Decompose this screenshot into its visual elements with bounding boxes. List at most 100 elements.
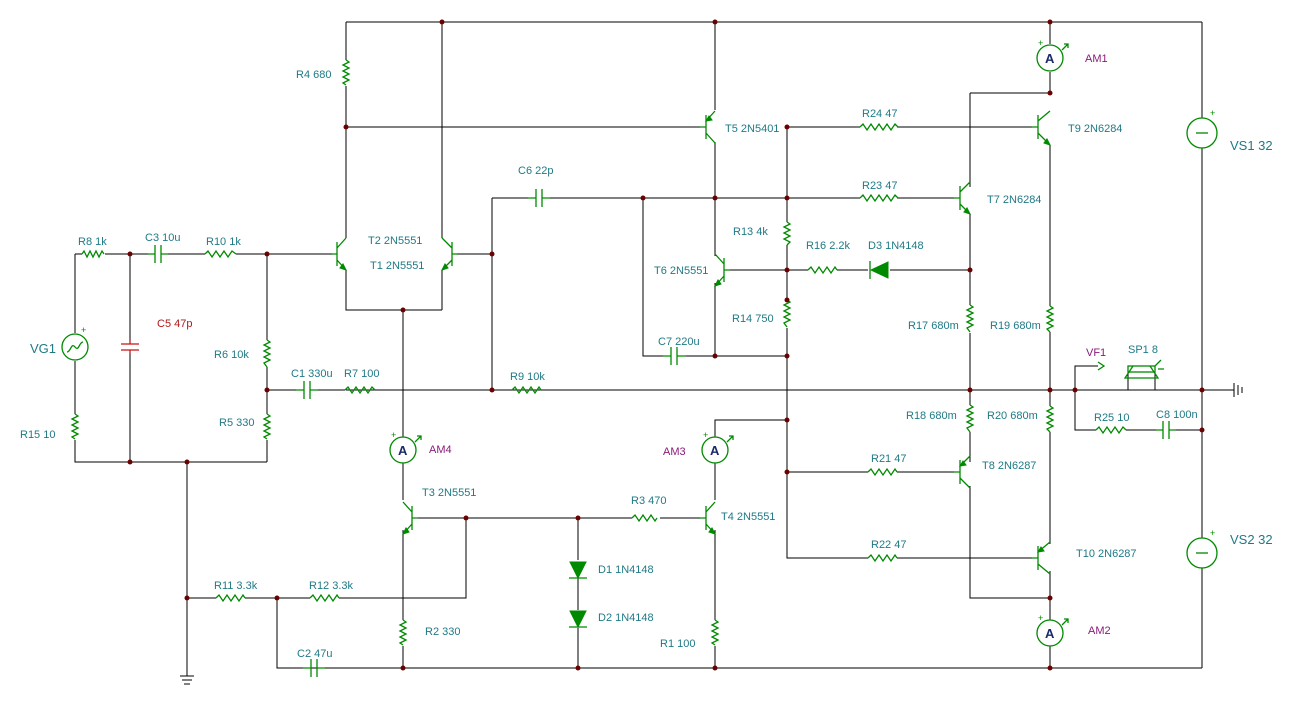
- ammeter-letter: A: [1045, 626, 1055, 641]
- plus-sign: +: [1038, 38, 1043, 48]
- transistor-t10: [1032, 541, 1051, 575]
- label-r1: R1 100: [660, 638, 695, 650]
- label-r14: R14 750: [732, 313, 774, 325]
- transistors: [332, 110, 1051, 575]
- label-t1: T1 2N5551: [370, 260, 424, 272]
- label-t2: T2 2N5551: [368, 235, 422, 247]
- label-am4: AM4: [429, 444, 452, 456]
- resistors: [70, 59, 1127, 646]
- label-am1: AM1: [1085, 53, 1108, 65]
- label-t10: T10 2N6287: [1076, 548, 1137, 560]
- capacitor-c1: [296, 381, 318, 399]
- resistor-r16: [807, 265, 838, 275]
- resistor-r3: [631, 513, 658, 523]
- resistor-r21: [867, 467, 898, 477]
- diode-d2: [569, 610, 587, 629]
- label-t3: T3 2N5551: [422, 487, 476, 499]
- sources: + + +: [61, 108, 1218, 569]
- ammeter-am2: A +: [1036, 613, 1069, 647]
- resistor-r6: [262, 339, 272, 368]
- label-r4: R4 680: [296, 69, 331, 81]
- transistor-t1: [441, 237, 457, 271]
- label-c6: C6 22p: [518, 165, 553, 177]
- label-r20: R20 680m: [987, 410, 1038, 422]
- transistor-t6: [714, 253, 730, 287]
- dc-source-vs1: +: [1186, 108, 1218, 149]
- resistor-r24: [859, 122, 899, 132]
- resistor-r19: [1045, 305, 1055, 333]
- label-c1: C1 330u: [291, 368, 333, 380]
- label-r19: R19 680m: [990, 320, 1041, 332]
- label-r13: R13 4k: [733, 226, 768, 238]
- transistor-t2: [332, 237, 347, 271]
- label-d2: D2 1N4148: [598, 612, 654, 624]
- ammeter-letter: A: [710, 443, 720, 458]
- ammeter-am1: A +: [1036, 38, 1069, 72]
- label-r24: R24 47: [862, 108, 897, 120]
- label-d3: D3 1N4148: [868, 240, 924, 252]
- capacitor-c6: [528, 189, 550, 207]
- resistor-r10: [204, 249, 237, 259]
- plus-sign: +: [81, 325, 86, 335]
- plus-sign: +: [1210, 528, 1215, 538]
- transistor-t9: [1032, 110, 1051, 146]
- label-am3: AM3: [663, 446, 686, 458]
- capacitor-c7: [663, 347, 686, 365]
- capacitor-c8: [1156, 421, 1176, 439]
- signal-generator-vg1: +: [61, 325, 89, 361]
- label-t8: T8 2N6287: [982, 460, 1036, 472]
- transistor-t5: [700, 110, 716, 144]
- resistor-r17: [965, 304, 975, 333]
- plus-sign: +: [391, 430, 396, 440]
- ammeter-letter: A: [1045, 51, 1055, 66]
- label-r10: R10 1k: [206, 236, 241, 248]
- resistor-r5: [262, 413, 272, 440]
- label-sp1: SP1 8: [1128, 344, 1158, 356]
- resistor-r13: [782, 221, 792, 246]
- transistor-t4: [700, 501, 716, 535]
- label-r5: R5 330: [219, 417, 254, 429]
- resistor-r18: [965, 404, 975, 433]
- resistor-r15: [70, 413, 80, 440]
- resistor-r1: [710, 619, 720, 646]
- plus-sign: +: [1210, 108, 1215, 118]
- label-c2: C2 47u: [297, 648, 332, 660]
- label-r3: R3 470: [631, 495, 666, 507]
- dc-source-vs2: +: [1186, 528, 1218, 569]
- label-r7: R7 100: [344, 368, 379, 380]
- label-t4: T4 2N5551: [721, 511, 775, 523]
- capacitor-c3: [148, 245, 168, 263]
- label-r22: R22 47: [871, 539, 906, 551]
- transistor-t3: [402, 501, 418, 535]
- resistor-r4: [341, 59, 351, 86]
- label-c5: C5 47p: [157, 318, 192, 330]
- label-t6: T6 2N5551: [654, 265, 708, 277]
- label-r2: R2 330: [425, 626, 460, 638]
- label-vs2: VS2 32: [1230, 532, 1273, 547]
- junction-dots: [127, 19, 1205, 671]
- ammeter-am4: A +: [389, 430, 422, 464]
- plus-sign: +: [1038, 613, 1043, 623]
- resistor-r23: [859, 193, 899, 203]
- label-t5: T5 2N5401: [725, 123, 779, 135]
- transistor-t7: [954, 181, 971, 215]
- transistor-t8: [954, 455, 971, 489]
- label-r11: R11 3.3k: [214, 580, 258, 592]
- resistor-r22: [867, 553, 898, 563]
- resistor-r20: [1045, 405, 1055, 433]
- resistor-r25: [1095, 425, 1127, 435]
- resistor-r11: [215, 593, 246, 603]
- label-r6: R6 10k: [214, 349, 249, 361]
- resistor-r7: [344, 385, 376, 395]
- ammeters: A + A + A + A +: [389, 38, 1069, 647]
- ground-symbols: [180, 383, 1243, 685]
- diodes: [569, 261, 889, 629]
- component-labels: R4 680 R8 1k C3 10u R10 1k T2 2N5551 T1 …: [20, 53, 1273, 660]
- label-r21: R21 47: [871, 453, 906, 465]
- label-c7: C7 220u: [658, 336, 700, 348]
- diode-d3: [869, 261, 889, 279]
- resistor-r2: [398, 619, 408, 646]
- capacitors: [121, 189, 1176, 677]
- speaker-sp1: [1123, 359, 1164, 379]
